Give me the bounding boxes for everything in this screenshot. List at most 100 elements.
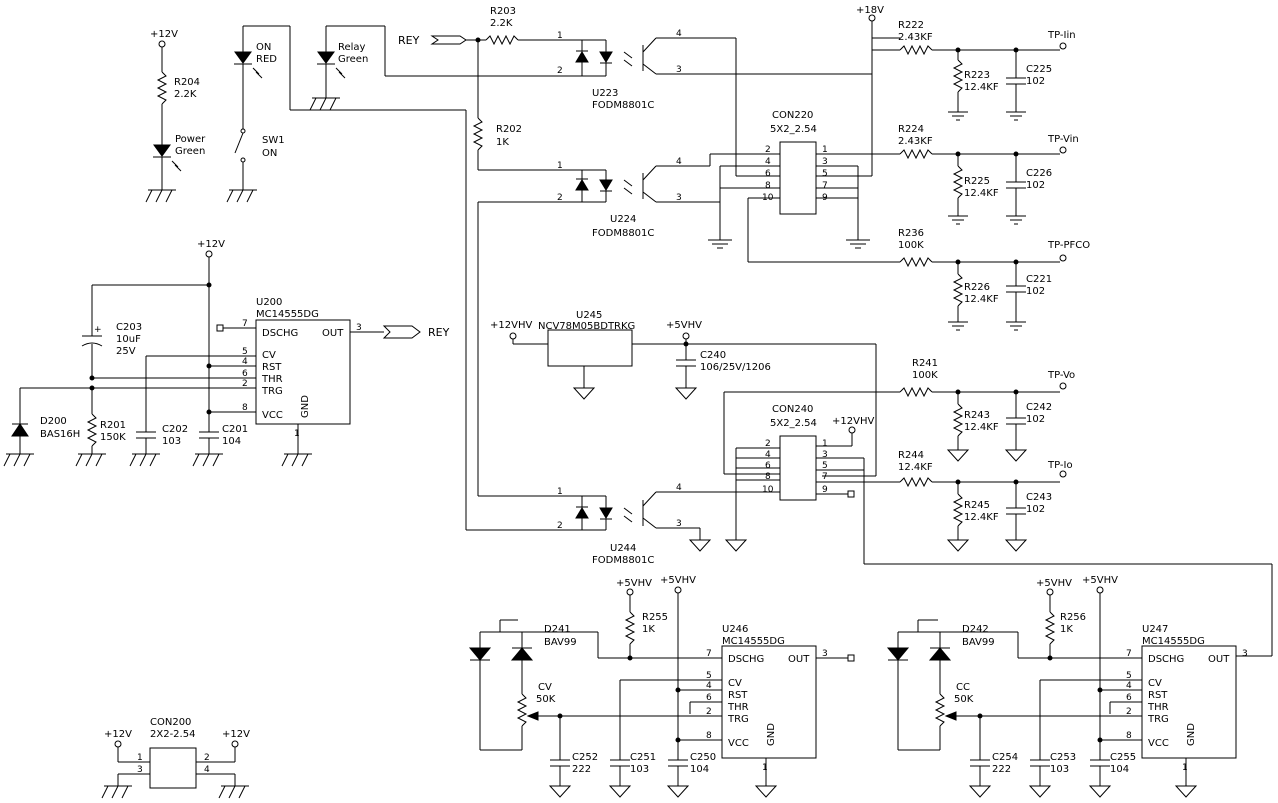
on-led-label-b: RED — [256, 54, 277, 65]
svg-text:CV: CV — [728, 678, 742, 689]
c250-val: 104 — [690, 764, 709, 775]
r226-val: 12.4KF — [964, 294, 999, 305]
u224-ref: U224 — [610, 214, 636, 225]
opto-u244: 1 2 4 3 U244 FODM8801C — [557, 483, 770, 566]
con220-section: +18V CON220 5X2_2.54 2 4 6 8 10 1 3 5 7 … — [700, 5, 900, 263]
rey-output-label: REY — [428, 326, 450, 339]
d242-part: BAV99 — [962, 637, 995, 648]
net-12v-con200-a: +12V — [104, 729, 132, 740]
u246-part: MC14555DG — [722, 636, 785, 647]
svg-text:3: 3 — [676, 193, 682, 203]
c254-ref: C254 — [992, 752, 1018, 763]
con200-part: 2X2-2.54 — [150, 729, 195, 740]
svg-text:+: + — [94, 325, 102, 335]
r222-ref: R222 — [898, 20, 924, 31]
c202-val: 103 — [162, 436, 181, 447]
r225-val: 12.4KF — [964, 188, 999, 199]
r241-ref: R241 — [912, 358, 938, 369]
pot-cv-val: 50K — [536, 694, 556, 705]
c202-ref: C202 — [162, 424, 188, 435]
svg-text:3: 3 — [676, 519, 682, 529]
r204-val: 2.2K — [174, 89, 197, 100]
svg-text:THR: THR — [1147, 702, 1169, 713]
u223-ref: U223 — [592, 88, 618, 99]
svg-text:CV: CV — [262, 350, 276, 361]
svg-text:3: 3 — [822, 157, 828, 167]
con220-body — [779, 141, 817, 215]
svg-text:5: 5 — [1126, 671, 1132, 681]
svg-text:8: 8 — [706, 731, 712, 741]
net-12vhv: +12VHV — [490, 320, 532, 331]
r243-val: 12.4KF — [964, 422, 999, 433]
svg-text:8: 8 — [765, 181, 771, 191]
r236-ref: R236 — [898, 228, 924, 239]
svg-text:8: 8 — [765, 472, 771, 482]
svg-text:TRG: TRG — [261, 386, 283, 397]
svg-text:5: 5 — [242, 347, 248, 357]
con220-ref: CON220 — [772, 110, 813, 121]
svg-text:6: 6 — [706, 693, 712, 703]
r223-val: 12.4KF — [964, 82, 999, 93]
svg-text:2: 2 — [204, 753, 210, 763]
svg-text:7: 7 — [242, 319, 248, 329]
d241-part: BAV99 — [544, 637, 577, 648]
svg-text:4: 4 — [765, 450, 771, 460]
d241-ref: D241 — [544, 624, 571, 635]
r204-ref: R204 — [174, 77, 200, 88]
on-led-icon — [234, 51, 252, 64]
tp-pfco-branch: R236 100K R226 12.4KF C221 102 TP-PFCO — [898, 228, 1090, 331]
svg-text:DSCHG: DSCHG — [262, 328, 298, 339]
r256-val: 1K — [1060, 624, 1073, 635]
c240-ref: C240 — [700, 350, 726, 361]
u245-body — [547, 329, 633, 367]
svg-text:2: 2 — [557, 66, 563, 76]
svg-text:3: 3 — [1242, 649, 1248, 659]
on-led-label-a: ON — [256, 42, 271, 53]
svg-text:3: 3 — [822, 649, 828, 659]
svg-text:10: 10 — [762, 193, 774, 203]
svg-text:2: 2 — [706, 707, 712, 717]
net-5vhv-a: +5VHV — [616, 578, 652, 589]
r244-ref: R244 — [898, 450, 924, 461]
tp-vin-label: TP-Vin — [1047, 134, 1079, 145]
c225-ref: C225 — [1026, 64, 1052, 75]
net-5vhv-d: +5VHV — [1082, 575, 1118, 586]
r222-val: 2.43KF — [898, 32, 933, 43]
svg-text:7: 7 — [706, 649, 712, 659]
con220-part: 5X2_2.54 — [770, 124, 817, 135]
u245-part: NCV78M05BDTRKG — [538, 321, 635, 332]
svg-text:GND: GND — [1186, 723, 1197, 746]
tp-pfco-label: TP-PFCO — [1047, 240, 1090, 251]
svg-text:2: 2 — [1126, 707, 1132, 717]
r203-val: 2.2K — [490, 18, 513, 29]
u224-part: FODM8801C — [592, 228, 654, 239]
svg-text:6: 6 — [242, 369, 248, 379]
con240-ref: CON240 — [772, 404, 813, 415]
svg-text:GND: GND — [300, 395, 311, 418]
r243-ref: R243 — [964, 410, 990, 421]
svg-text:GND: GND — [766, 723, 777, 746]
svg-text:RST: RST — [728, 690, 748, 701]
rey-input-port — [430, 35, 467, 45]
tp-io-label: TP-Io — [1047, 460, 1073, 471]
c203-val: 10uF — [116, 334, 141, 345]
r255-ref: R255 — [642, 612, 668, 623]
svg-text:4: 4 — [676, 157, 682, 167]
r245-ref: R245 — [964, 500, 990, 511]
svg-text:OUT: OUT — [1208, 654, 1230, 665]
svg-text:1: 1 — [822, 145, 828, 155]
c255-ref: C255 — [1110, 752, 1136, 763]
tp-io-branch: R244 12.4KF R245 12.4KF C243 102 TP-Io — [898, 450, 1073, 552]
opto-u223: 1 2 4 3 U223 FODM8801C — [557, 29, 700, 111]
con240-body — [779, 435, 817, 501]
c251-val: 103 — [630, 764, 649, 775]
c225-val: 102 — [1026, 76, 1045, 87]
con200-body — [149, 747, 197, 789]
d242-b-icon — [928, 647, 952, 661]
d241-a-icon — [468, 647, 492, 661]
c250-ref: C250 — [690, 752, 716, 763]
r224-val: 2.43KF — [898, 136, 933, 147]
u200-body — [255, 319, 351, 425]
relay-led-section: Relay Green — [309, 25, 478, 111]
r256-ref: R256 — [1060, 612, 1086, 623]
